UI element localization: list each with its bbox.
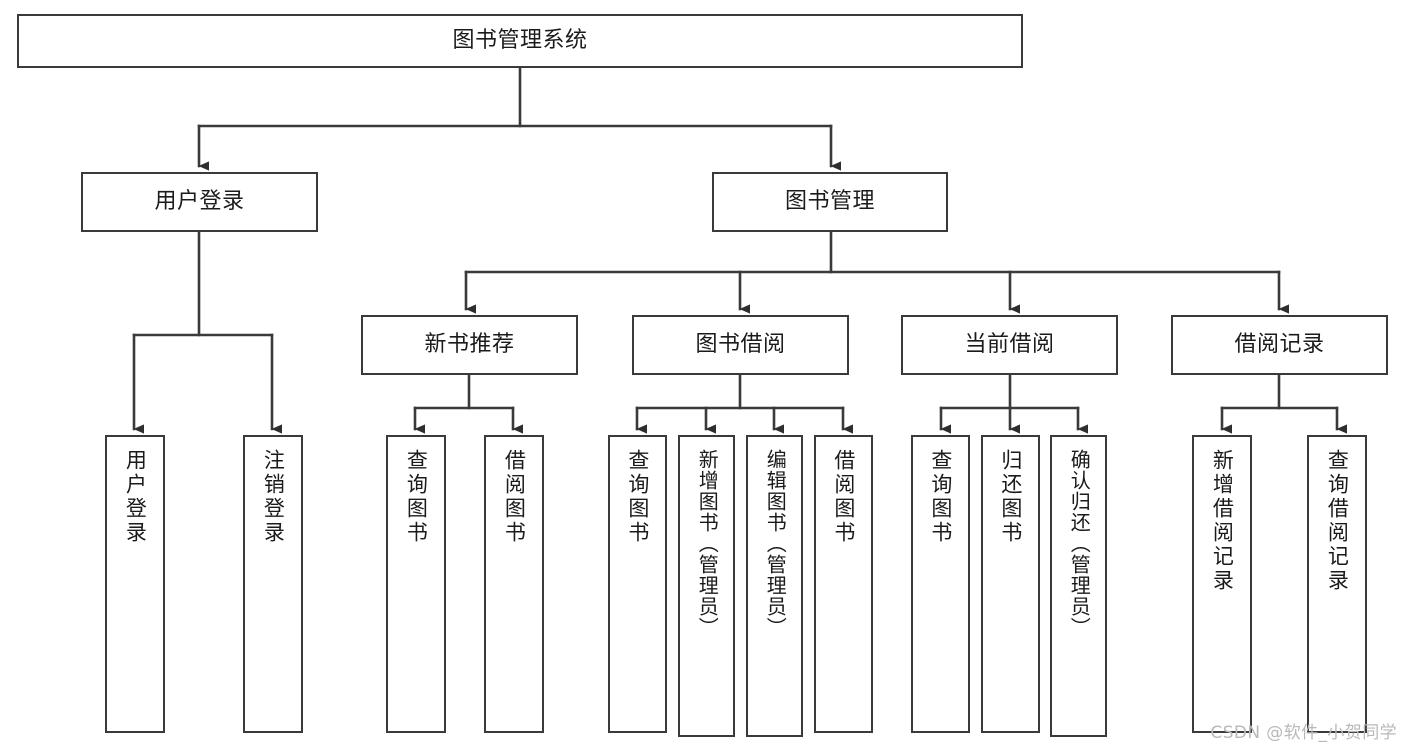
node-leaf-query-borrow-record[interactable]: 查询借阅记录 [1307, 435, 1367, 733]
node-label: 用户登录 [123, 449, 148, 545]
node-borrow-record[interactable]: 借阅记录 [1171, 315, 1388, 375]
node-leaf-return-book[interactable]: 归还图书 [981, 435, 1040, 733]
node-label: 编辑图书（管理员） [763, 449, 788, 638]
node-leaf-query-book-current[interactable]: 查询图书 [911, 435, 970, 733]
node-book-management[interactable]: 图书管理 [712, 172, 948, 232]
node-user-login[interactable]: 用户登录 [81, 172, 318, 232]
node-label: 注销登录 [261, 449, 286, 545]
node-leaf-query-book-new[interactable]: 查询图书 [386, 435, 446, 733]
node-label: 借阅图书 [502, 449, 527, 545]
node-label: 图书管理系统 [452, 28, 588, 54]
node-label: 查询图书 [928, 449, 953, 545]
node-current-borrow[interactable]: 当前借阅 [901, 315, 1118, 375]
node-label: 新书推荐 [424, 332, 515, 358]
node-label: 查询借阅记录 [1325, 449, 1350, 593]
node-label: 新增图书（管理员） [695, 449, 720, 638]
node-label: 确认归还（管理员） [1067, 449, 1092, 638]
node-leaf-edit-book-admin[interactable]: 编辑图书（管理员） [746, 435, 803, 737]
node-label: 用户登录 [154, 189, 245, 215]
node-leaf-borrow-book-new[interactable]: 借阅图书 [484, 435, 544, 733]
node-label: 新增借阅记录 [1210, 449, 1235, 593]
node-leaf-borrow-book[interactable]: 借阅图书 [814, 435, 873, 733]
node-label: 查询图书 [404, 449, 429, 545]
node-leaf-confirm-return-admin[interactable]: 确认归还（管理员） [1050, 435, 1107, 737]
node-label: 借阅图书 [831, 449, 856, 545]
node-leaf-logout[interactable]: 注销登录 [243, 435, 303, 733]
node-label: 当前借阅 [964, 332, 1055, 358]
node-leaf-add-book-admin[interactable]: 新增图书（管理员） [678, 435, 735, 737]
node-label: 借阅记录 [1234, 332, 1325, 358]
node-root-book-management-system[interactable]: 图书管理系统 [17, 14, 1023, 68]
node-label: 图书管理 [784, 189, 875, 215]
node-label: 图书借阅 [695, 332, 786, 358]
node-label: 归还图书 [998, 449, 1023, 545]
node-new-book-recommend[interactable]: 新书推荐 [361, 315, 578, 375]
node-book-borrow[interactable]: 图书借阅 [632, 315, 849, 375]
node-leaf-add-borrow-record[interactable]: 新增借阅记录 [1192, 435, 1252, 733]
node-leaf-user-login[interactable]: 用户登录 [105, 435, 165, 733]
node-label: 查询图书 [625, 449, 650, 545]
node-leaf-query-book-borrow[interactable]: 查询图书 [608, 435, 667, 733]
